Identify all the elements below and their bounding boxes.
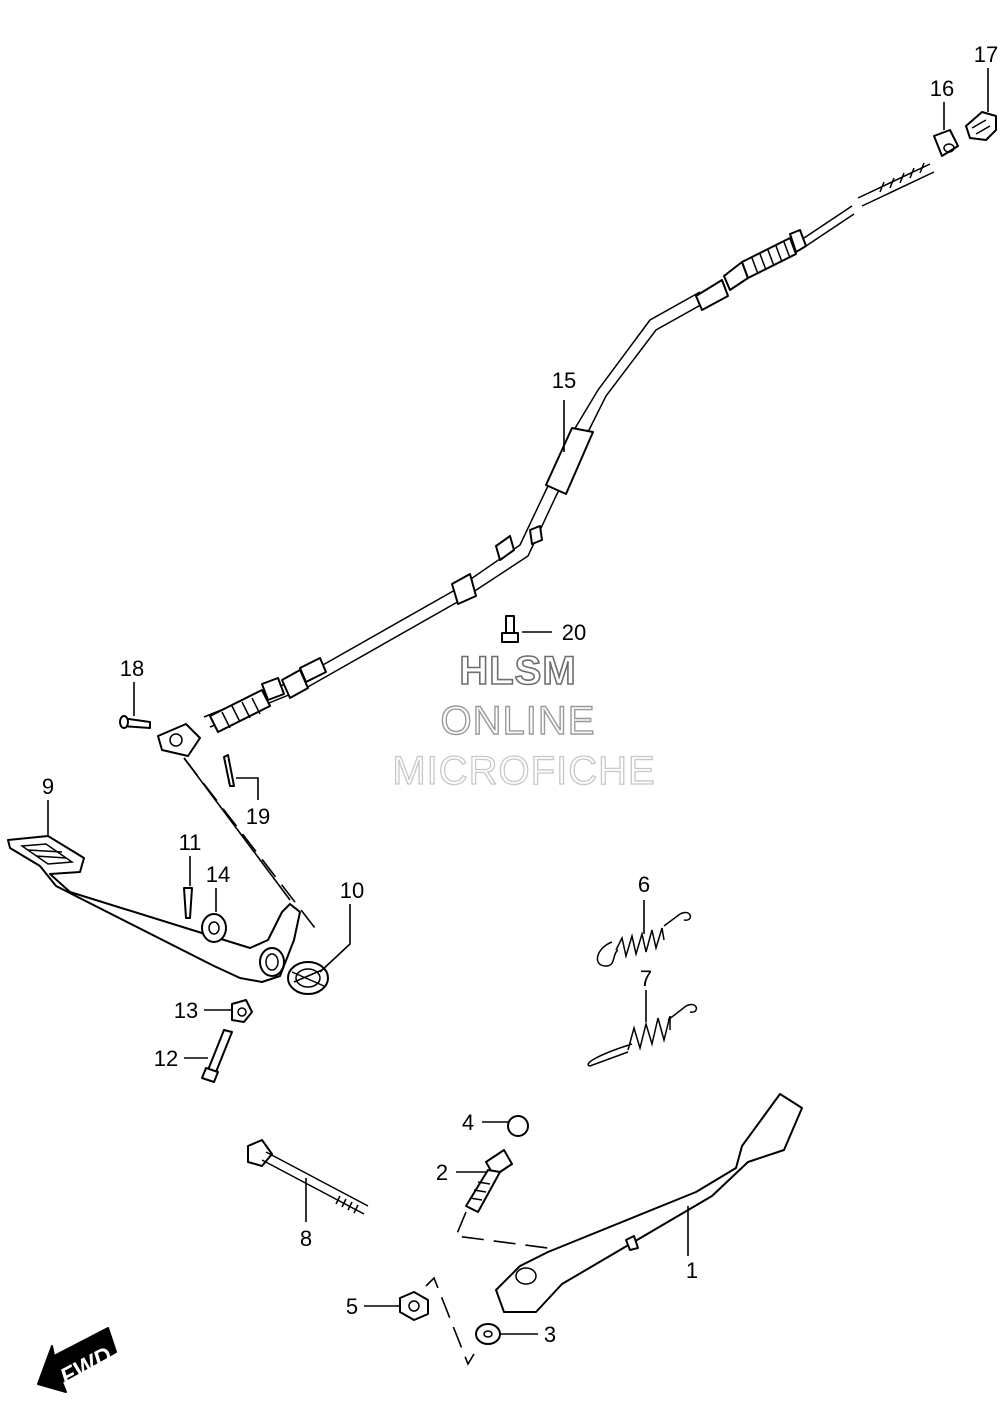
cotter-pin	[223, 754, 235, 787]
callout-3: 3	[544, 1322, 556, 1347]
watermark-line-1: HLSM	[459, 649, 576, 693]
side-stand	[495, 1093, 803, 1313]
callout-12: 12	[154, 1046, 178, 1071]
watermark-line-3: MICROFICHE	[392, 749, 655, 793]
callout-17: 17	[974, 42, 998, 67]
adjuster-wing	[965, 111, 997, 141]
pedal-cotter-pin	[183, 887, 193, 919]
long-bolt	[247, 1139, 369, 1215]
callout-11: 11	[179, 830, 202, 855]
spring-7	[587, 1003, 698, 1067]
callout-7: 7	[640, 966, 652, 991]
stand-washer	[475, 1323, 501, 1345]
callout-1: 1	[686, 1258, 698, 1283]
pivot-bolt	[465, 1149, 513, 1213]
brake-cable	[157, 162, 935, 757]
callout-6: 6	[638, 872, 650, 897]
watermark: HLSM ONLINE MICROFICHE	[392, 648, 656, 793]
small-bolt	[501, 615, 519, 643]
watermark-line-2: ONLINE	[441, 699, 596, 743]
callout-5: 5	[346, 1294, 358, 1319]
callout-15: 15	[552, 368, 576, 393]
callout-16: 16	[930, 76, 954, 101]
callout-18: 18	[120, 656, 144, 681]
callout-20: 20	[562, 620, 586, 645]
pedal-nut	[231, 999, 253, 1023]
return-spring	[287, 961, 329, 995]
washer	[201, 913, 227, 943]
cap	[507, 1115, 529, 1137]
stand-nut	[399, 1291, 429, 1321]
callout-2: 2	[436, 1160, 448, 1185]
pedal-bolt	[201, 1029, 233, 1083]
callout-14: 14	[206, 862, 230, 887]
fwd-arrow-icon: FWD	[37, 1327, 117, 1393]
callout-13: 13	[174, 998, 198, 1023]
callout-4: 4	[462, 1110, 474, 1135]
spring-6	[596, 911, 692, 967]
leader-lines	[47, 68, 989, 1335]
callout-8: 8	[300, 1226, 312, 1251]
callout-9: 9	[42, 774, 54, 799]
adjuster-nut	[933, 129, 959, 157]
callout-10: 10	[340, 878, 364, 903]
callout-labels: 1 2 3 4 5 6 7 8 9 10 11 12 13 14 15 16 1…	[42, 42, 998, 1347]
clevis-pin	[119, 715, 151, 729]
brake-pedal	[7, 835, 301, 983]
callout-19: 19	[246, 804, 270, 829]
